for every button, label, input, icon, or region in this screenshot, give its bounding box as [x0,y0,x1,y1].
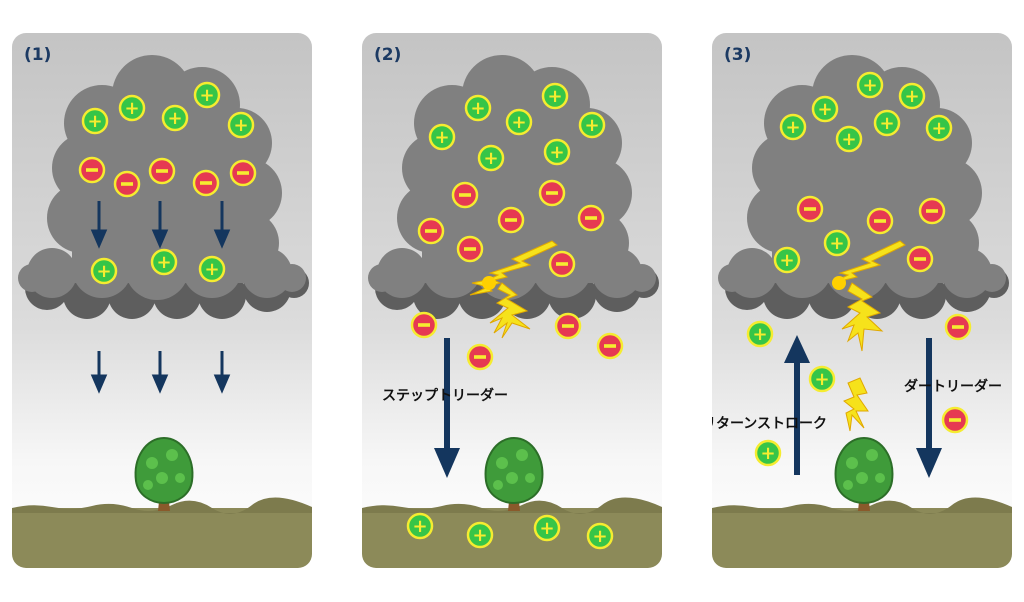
svg-text:+: + [483,148,498,169]
svg-text:+: + [167,108,182,129]
down-arrow-icon [90,201,231,249]
svg-text:+: + [862,75,877,96]
svg-text:+: + [760,443,775,464]
panel-number: (3) [724,45,752,65]
svg-text:+: + [549,142,564,163]
panel-2: + + + + + + + + + + + (2) ステップトリーダー [362,33,662,568]
panel-1: + + + + + + + + (1) [12,33,312,568]
svg-text:+: + [156,252,171,273]
svg-text:+: + [779,250,794,271]
svg-text:+: + [412,516,427,537]
ground [362,508,662,568]
svg-text:+: + [96,261,111,282]
up-arrow-icon [784,335,810,475]
positive-charges: + + + + + + + + + + + + [746,71,953,467]
svg-text:+: + [199,85,214,106]
svg-text:+: + [233,115,248,136]
panel-3-illustration: + + + + + + + + + + + + [712,33,1012,568]
panel-number: (1) [24,45,52,65]
svg-text:+: + [785,117,800,138]
svg-text:+: + [752,324,767,345]
down-arrow-icon [90,351,231,394]
return-stroke-label: リターンストローク [712,416,828,432]
svg-text:+: + [904,86,919,107]
tree-icon [484,436,544,511]
svg-text:+: + [841,129,856,150]
svg-text:+: + [434,127,449,148]
svg-text:+: + [879,113,894,134]
panel-3: + + + + + + + + + + + + (3) リターンストローク ダー… [712,33,1012,568]
svg-text:+: + [539,518,554,539]
lightning-icon [831,240,906,432]
svg-text:+: + [829,233,844,254]
svg-text:+: + [124,98,139,119]
panel-2-illustration: + + + + + + + + + + + [362,33,662,568]
svg-text:+: + [584,115,599,136]
negative-charges [410,179,624,371]
tree-icon [134,436,194,511]
positive-charges: + + + + + + + + [81,81,255,285]
negative-charges [796,195,972,434]
svg-text:+: + [814,369,829,390]
down-arrow-icon [434,338,460,478]
tree-icon [834,436,894,511]
svg-text:+: + [547,86,562,107]
svg-text:+: + [204,259,219,280]
svg-text:+: + [472,525,487,546]
svg-text:+: + [470,98,485,119]
panel-1-illustration: + + + + + + + + [12,33,312,568]
ground [712,508,1012,568]
svg-text:+: + [511,112,526,133]
negative-charges [78,156,257,198]
ground [12,508,312,568]
svg-text:+: + [87,111,102,132]
down-arrow-icon [916,338,942,478]
dart-leader-label: ダートリーダー [904,379,1002,395]
svg-text:+: + [817,99,832,120]
stepped-leader-label: ステップトリーダー [382,388,508,404]
svg-text:+: + [931,118,946,139]
svg-text:+: + [592,526,607,547]
positive-charges: + + + + + + + + + + + [406,82,614,550]
lightning-icon [469,240,558,339]
panel-number: (2) [374,45,402,65]
